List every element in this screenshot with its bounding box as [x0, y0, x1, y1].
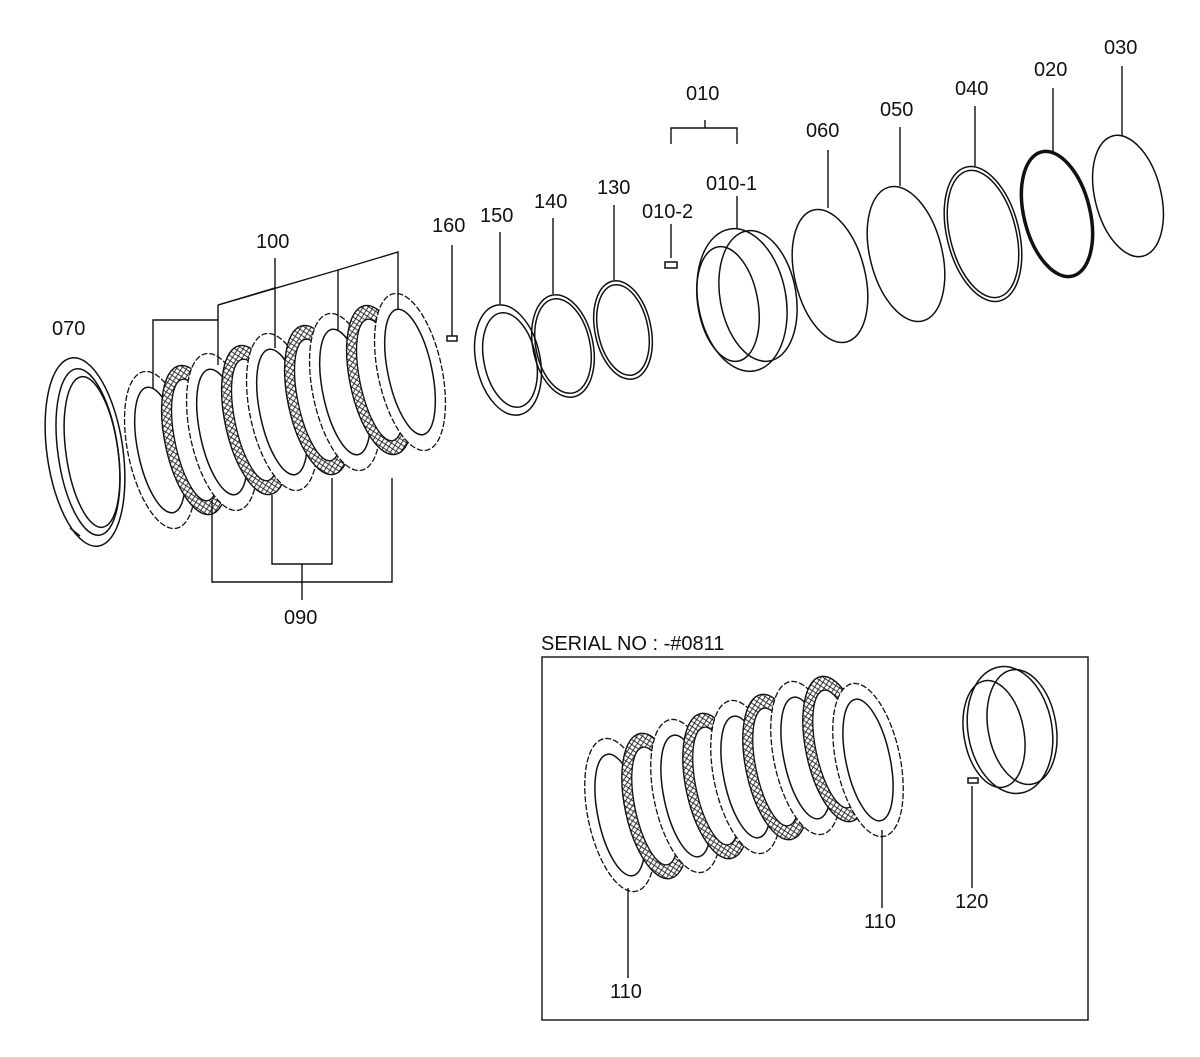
part-160-pin: [446, 245, 458, 342]
clutch-pack-stack: [123, 292, 447, 530]
part-140-ring: [530, 218, 596, 398]
label-040: 040: [955, 78, 988, 100]
label-130: 130: [597, 177, 630, 199]
inset-title: SERIAL NO : -#0811: [541, 633, 724, 655]
label-140: 140: [534, 191, 567, 213]
inset-piston: [962, 665, 1058, 795]
label-050: 050: [880, 99, 913, 121]
leader-090: [211, 478, 393, 600]
part-050-ring: [866, 127, 946, 323]
label-010-1: 010-1: [706, 173, 757, 195]
part-130-ring: [592, 205, 654, 381]
label-110-right: 110: [864, 911, 896, 933]
label-110-left: 110: [610, 981, 642, 1003]
part-020-ring: [1019, 88, 1095, 279]
label-030: 030: [1104, 37, 1137, 59]
label-150: 150: [480, 205, 513, 227]
label-070: 070: [52, 318, 85, 340]
part-070-end-ring: [44, 357, 126, 547]
inset-frame: [541, 656, 1089, 1021]
part-150-plate: [473, 232, 543, 416]
label-010-2: 010-2: [642, 201, 693, 223]
label-060: 060: [806, 120, 839, 142]
inset-clutch-pack: [584, 675, 904, 893]
label-160: 160: [432, 215, 465, 237]
label-120: 120: [955, 891, 988, 913]
label-020: 020: [1034, 59, 1067, 81]
label-010: 010: [686, 83, 719, 105]
label-090: 090: [284, 607, 317, 629]
part-060-ring: [791, 150, 869, 344]
label-100: 100: [256, 231, 289, 253]
part-040-ring: [943, 106, 1023, 303]
part-030-ring: [1091, 66, 1165, 258]
leader-100: [152, 251, 399, 388]
part-010-piston: [664, 120, 798, 373]
